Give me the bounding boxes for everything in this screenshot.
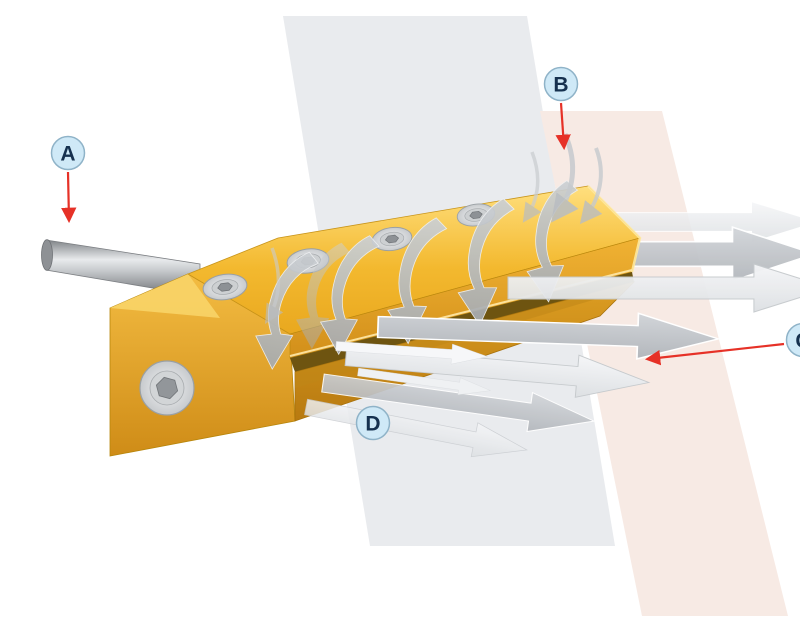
label-letter-c: C xyxy=(795,330,800,353)
air-knife-airflow-diagram: A B C D xyxy=(40,16,800,616)
label-letter-b: B xyxy=(553,74,568,97)
diagram-canvas: A B C D xyxy=(40,16,800,616)
callout-d: D xyxy=(357,407,390,440)
front-hex-bolt xyxy=(140,361,194,415)
label-letter-d: D xyxy=(365,413,380,436)
label-letter-a: A xyxy=(60,143,75,166)
tube-end-cap xyxy=(42,240,53,271)
callout-a: A xyxy=(52,137,85,221)
pointer-arrow-a xyxy=(68,172,69,220)
